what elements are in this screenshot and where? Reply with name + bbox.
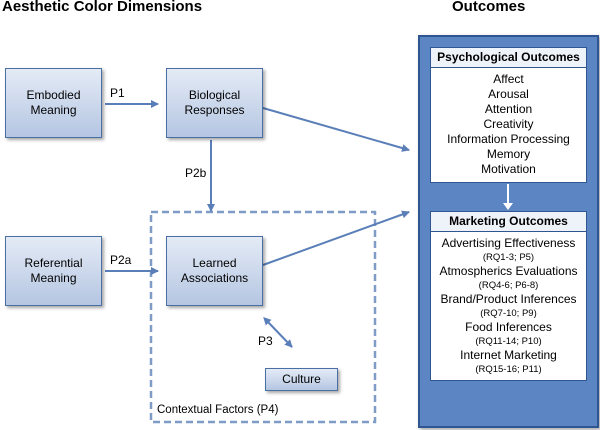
list-item: Atmospherics Evaluations <box>439 264 578 278</box>
label-p2b: P2b <box>185 166 207 180</box>
culture-label: Culture <box>282 372 321 386</box>
learned-associations-line2: Associations <box>180 271 249 285</box>
referential-meaning-line1: Referential <box>24 256 83 270</box>
list-item-ref: (RQ1-3; P5) <box>482 252 535 263</box>
list-item: Advertising Effectiveness <box>441 236 576 250</box>
learned-associations-box: Learned Associations <box>166 236 263 306</box>
list-item-ref: (RQ11-14; P10) <box>475 336 542 347</box>
learned-associations-line1: Learned <box>192 256 237 270</box>
list-item-ref: (RQ7-10; P9) <box>480 308 537 319</box>
heading-outcomes: Outcomes <box>452 0 526 15</box>
list-item-ref: (RQ15-16; P11) <box>475 364 542 375</box>
psychological-outcomes-title: Psychological Outcomes <box>431 48 586 68</box>
arrow-p3 <box>263 316 293 348</box>
list-item: Memory <box>486 147 531 161</box>
referential-meaning-line2: Meaning <box>30 271 77 285</box>
arrow-biological-to-outcomes <box>262 107 410 152</box>
referential-meaning-box: Referential Meaning <box>5 236 102 306</box>
list-item-ref: (RQ4-6; P6-8) <box>478 280 539 291</box>
biological-responses-box: Biological Responses <box>166 68 263 138</box>
biological-responses-line2: Responses <box>184 103 245 117</box>
label-p3: P3 <box>258 334 273 348</box>
list-item: Brand/Product Inferences <box>440 292 577 306</box>
embodied-meaning-line1: Embodied <box>26 88 81 102</box>
label-p1: P1 <box>110 86 125 100</box>
contextual-factors-frame <box>149 210 377 424</box>
heading-aesthetic-color-dimensions: Aesthetic Color Dimensions <box>2 0 203 15</box>
arrow-psych-to-marketing-head <box>503 203 513 210</box>
list-item: Food Inferences <box>465 320 552 334</box>
list-item: Information Processing <box>447 132 570 146</box>
culture-box: Culture <box>265 368 338 391</box>
list-item: Motivation <box>481 162 536 176</box>
list-item: Affect <box>493 72 524 86</box>
marketing-outcomes-title: Marketing Outcomes <box>431 212 586 232</box>
marketing-outcomes-box: Marketing Outcomes Advertising Effective… <box>430 211 587 381</box>
list-item: Arousal <box>488 87 529 101</box>
arrow-learned-to-outcomes <box>262 210 410 266</box>
list-item: Attention <box>484 102 533 116</box>
label-p2a: P2a <box>110 253 132 267</box>
list-item: Creativity <box>483 117 534 131</box>
biological-responses-line1: Biological <box>188 88 241 102</box>
list-item: Internet Marketing <box>460 348 557 362</box>
embodied-meaning-line2: Meaning <box>30 103 77 117</box>
psychological-outcomes-box: Psychological Outcomes Affect Arousal At… <box>430 47 587 183</box>
contextual-factors-label: Contextual Factors (P4) <box>157 404 279 416</box>
embodied-meaning-box: Embodied Meaning <box>5 68 102 138</box>
